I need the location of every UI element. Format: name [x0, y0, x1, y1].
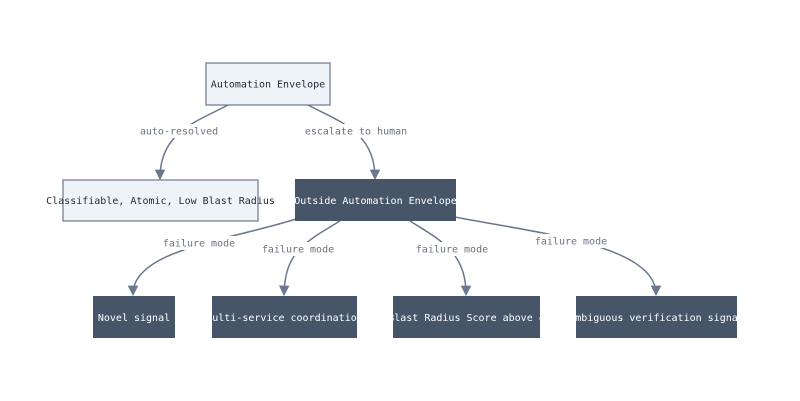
node-novel-label: Novel signal	[98, 313, 170, 324]
edge-label-failure-novel: failure mode	[163, 239, 235, 250]
edge-label-bg	[136, 124, 222, 138]
edge-label-auto-resolved: auto-resolved	[140, 127, 218, 138]
node-ambig[interactable]: Ambiguous verification signal	[569, 296, 744, 338]
edge-label-escalate: escalate to human	[305, 127, 407, 138]
node-ambig-label: Ambiguous verification signal	[569, 313, 744, 324]
node-blast-box	[393, 296, 540, 338]
node-outside-label: Outside Automation Envelope	[294, 196, 457, 207]
node-novel-box	[93, 296, 175, 338]
edge-root-outside	[307, 104, 381, 181]
edge-label-bg	[259, 242, 337, 256]
node-ambig-box	[576, 296, 737, 338]
node-outside-box	[295, 179, 456, 221]
node-auto[interactable]: Classifiable, Atomic, Low Blast Radius	[46, 179, 275, 222]
edge-label-bg	[532, 234, 610, 248]
node-blast-label: Blast Radius Score above 4	[388, 313, 545, 324]
node-root-label: Automation Envelope	[211, 80, 325, 91]
edge-outside-multi	[278, 220, 341, 297]
node-root-box	[205, 62, 331, 106]
edge-root-auto	[154, 104, 229, 181]
edge-outside-blast	[409, 220, 472, 297]
edge-labels: auto-resolved escalate to human failure …	[136, 124, 610, 256]
node-auto-box	[62, 179, 259, 222]
edge-label-bg	[300, 124, 412, 138]
node-multi-label: Multi-service coordination	[206, 313, 363, 324]
edge-label-bg	[160, 236, 238, 250]
node-multi-box	[212, 296, 357, 338]
node-blast[interactable]: Blast Radius Score above 4	[388, 296, 545, 338]
edge-label-bg	[413, 242, 491, 256]
edge-label-failure-blast: failure mode	[416, 245, 488, 256]
edge-label-failure-multi: failure mode	[262, 245, 334, 256]
edge-outside-novel	[127, 218, 297, 297]
node-root[interactable]: Automation Envelope	[205, 62, 331, 106]
edge-label-failure-ambig: failure mode	[535, 237, 607, 248]
node-outside[interactable]: Outside Automation Envelope	[294, 179, 457, 221]
node-auto-label: Classifiable, Atomic, Low Blast Radius	[46, 196, 275, 207]
node-novel[interactable]: Novel signal	[93, 296, 175, 338]
node-multi[interactable]: Multi-service coordination	[206, 296, 363, 338]
